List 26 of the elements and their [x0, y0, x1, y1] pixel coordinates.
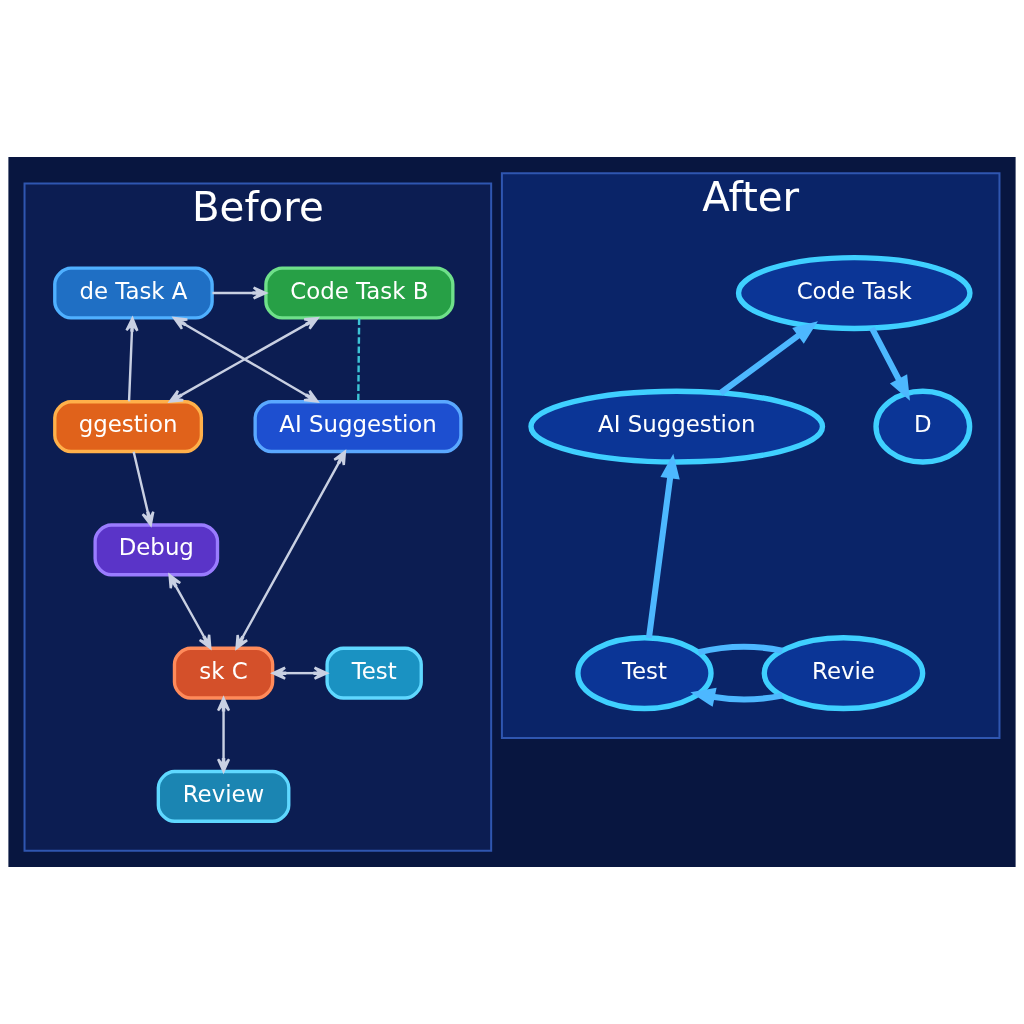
arrow	[235, 450, 347, 650]
arrow	[718, 321, 818, 396]
connector	[697, 643, 783, 656]
arrow	[645, 453, 680, 639]
node-box: Review	[156, 769, 291, 823]
node-box: Test	[325, 646, 423, 700]
arrow	[690, 687, 783, 707]
node-box: Debug	[93, 523, 220, 577]
node-ellipse: Code Task	[735, 254, 973, 332]
node-ellipse: AI Suggestion	[528, 388, 826, 465]
node-ellipse: D	[873, 388, 973, 465]
arrow	[216, 697, 231, 773]
node-box: de Task A	[53, 266, 214, 320]
arrow	[869, 326, 910, 401]
node-box: Code Task B	[264, 266, 455, 320]
arrow	[168, 573, 212, 650]
node-box: ggestion	[53, 400, 204, 454]
connector	[357, 318, 361, 402]
arrow	[212, 286, 268, 300]
node-ellipse: Revie	[761, 635, 926, 712]
node-box: AI Suggestion	[253, 400, 463, 454]
node-box: sk C	[172, 646, 275, 700]
arrow	[132, 451, 155, 526]
arrow	[271, 666, 328, 680]
arrow	[125, 317, 139, 402]
node-ellipse: Test	[575, 635, 714, 712]
